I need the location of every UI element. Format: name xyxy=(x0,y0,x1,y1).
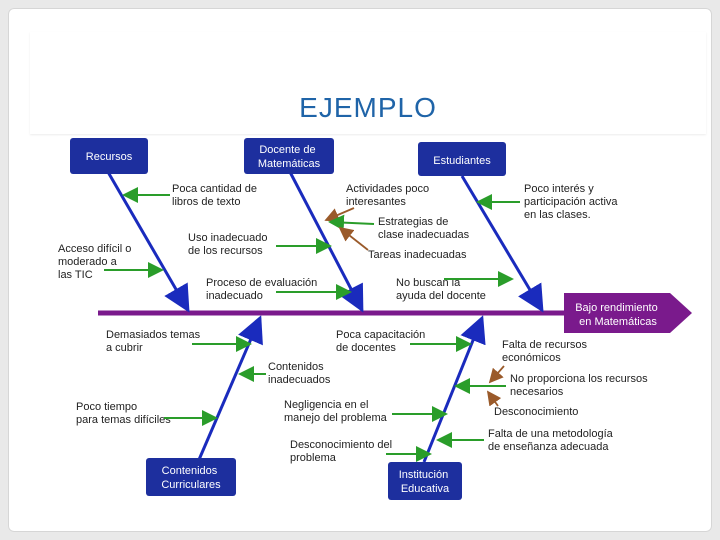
cause-no-proporciona: No proporciona los recursos necesarios xyxy=(510,373,651,398)
cat-institucion-1: Institución xyxy=(399,469,449,481)
cause-actividades-1: Actividades poco xyxy=(346,183,429,195)
cause-desconocimiento-problema-2: problema xyxy=(290,452,337,464)
fishbone-svg: Bajo rendimiento en Matemáticas Recursos… xyxy=(58,138,692,500)
cat-recursos-1: Recursos xyxy=(86,151,133,163)
cause-acceso-tic-2: moderado a xyxy=(58,256,118,268)
cause-acceso-tic: Acceso difícil o moderado a las TIC xyxy=(58,243,134,281)
arrow-falta-recursos xyxy=(488,365,505,384)
cause-metodologia-2: de enseñanza adecuada xyxy=(488,441,609,453)
cause-desconocimiento-problema-1: Desconocimiento del xyxy=(290,439,392,451)
cause-evaluacion-1: Proceso de evaluación xyxy=(206,277,317,289)
cat-estudiantes-1: Estudiantes xyxy=(433,155,491,167)
box-estudiantes xyxy=(418,142,506,176)
cause-no-proporciona-2: necesarios xyxy=(510,386,564,398)
cause-estrategias-2: clase inadecuadas xyxy=(378,229,470,241)
cause-negligencia-2: manejo del problema xyxy=(284,412,388,424)
effect-line-1: Bajo rendimiento xyxy=(575,302,658,314)
box-institucion-label: Institución Educativa xyxy=(399,469,452,495)
cause-interes: Poco interés y participación activa en l… xyxy=(524,183,621,221)
cause-falta-recursos-1: Falta de recursos xyxy=(502,339,587,351)
slide: EJEMPLO Bajo rendimiento en Matemá xyxy=(8,8,712,532)
fishbone-diagram: Bajo rendimiento en Matemáticas Recursos… xyxy=(58,136,692,500)
arrow-desconocimiento xyxy=(486,390,502,407)
cause-tareas-1: Tareas inadecuadas xyxy=(368,249,467,261)
cause-actividades: Actividades poco interesantes xyxy=(346,183,432,208)
arrow-estrategias xyxy=(328,214,375,231)
cause-contenidos-inadecuados-1: Contenidos xyxy=(268,361,324,373)
cat-docente-2: Matemáticas xyxy=(258,158,321,170)
cause-negligencia-1: Negligencia en el xyxy=(284,399,368,411)
cause-interes-1: Poco interés y xyxy=(524,183,594,195)
box-recursos xyxy=(70,138,148,174)
cat-docente-1: Docente de xyxy=(259,144,315,156)
effect-label: Bajo rendimiento en Matemáticas xyxy=(575,302,661,328)
cause-poco-tiempo-2: para temas difíciles xyxy=(76,414,171,426)
cat-contenidos-2: Curriculares xyxy=(161,479,221,491)
cat-institucion-2: Educativa xyxy=(401,483,450,495)
arrow-tareas xyxy=(338,226,369,251)
cause-demasiados-temas-2: a cubrir xyxy=(106,342,143,354)
cause-desconocimiento: Desconocimiento xyxy=(494,406,578,418)
cause-interes-3: en las clases. xyxy=(524,209,591,221)
cause-contenidos-inadecuados: Contenidos inadecuados xyxy=(268,361,331,386)
box-estudiantes-label: Estudiantes xyxy=(433,155,491,167)
cause-uso-recursos-1: Uso inadecuado xyxy=(188,232,268,244)
cause-poco-tiempo: Poco tiempo para temas difíciles xyxy=(76,401,171,426)
effect-line-2: en Matemáticas xyxy=(579,316,657,328)
cause-desconocimiento-problema: Desconocimiento del problema xyxy=(290,439,395,464)
cause-evaluacion: Proceso de evaluación inadecuado xyxy=(206,277,320,302)
box-contenidos-label: Contenidos Curriculares xyxy=(161,465,221,491)
cause-falta-recursos-2: económicos xyxy=(502,352,561,364)
cause-contenidos-inadecuados-2: inadecuados xyxy=(268,374,331,386)
cause-poco-tiempo-1: Poco tiempo xyxy=(76,401,137,413)
bone-estudiantes xyxy=(460,175,544,313)
cause-ayuda-docente: No buscan la ayuda del docente xyxy=(396,277,486,302)
cause-acceso-tic-3: las TIC xyxy=(58,269,93,281)
box-docente-label: Docente de Matemáticas xyxy=(258,144,321,170)
box-contenidos xyxy=(146,458,236,496)
cause-metodologia-1: Falta de una metodología xyxy=(488,428,614,440)
arrow-actividades xyxy=(324,207,355,222)
cause-libros-2: libros de texto xyxy=(172,196,240,208)
cause-libros-1: Poca cantidad de xyxy=(172,183,257,195)
cause-demasiados-temas: Demasiados temas a cubrir xyxy=(106,329,203,354)
cause-falta-recursos: Falta de recursos económicos xyxy=(502,339,590,364)
bone-recursos xyxy=(106,171,190,313)
bone-contenidos xyxy=(196,315,263,463)
cause-demasiados-temas-1: Demasiados temas xyxy=(106,329,201,341)
slide-title: EJEMPLO xyxy=(299,92,437,123)
cause-capacitacion: Poca capacitación de docentes xyxy=(336,329,428,354)
cause-uso-recursos-2: de los recursos xyxy=(188,245,263,257)
cause-uso-recursos: Uso inadecuado de los recursos xyxy=(188,232,271,257)
cause-ayuda-docente-2: ayuda del docente xyxy=(396,290,486,302)
bone-institucion xyxy=(422,315,486,463)
cause-evaluacion-2: inadecuado xyxy=(206,290,263,302)
box-recursos-label: Recursos xyxy=(86,151,133,163)
cause-desconocimiento-1: Desconocimiento xyxy=(494,406,578,418)
cause-acceso-tic-1: Acceso difícil o xyxy=(58,243,131,255)
cause-capacitacion-2: de docentes xyxy=(336,342,396,354)
cause-capacitacion-1: Poca capacitación xyxy=(336,329,425,341)
title-band: EJEMPLO xyxy=(30,32,706,134)
cause-metodologia: Falta de una metodología de enseñanza ad… xyxy=(488,428,616,453)
cause-interes-2: participación activa xyxy=(524,196,618,208)
effect-head xyxy=(564,293,692,333)
cause-estrategias: Estrategias de clase inadecuadas xyxy=(378,216,470,241)
cause-libros: Poca cantidad de libros de texto xyxy=(172,183,260,208)
cause-estrategias-1: Estrategias de xyxy=(378,216,448,228)
cause-negligencia: Negligencia en el manejo del problema xyxy=(284,399,388,424)
cat-contenidos-1: Contenidos xyxy=(162,465,218,477)
cause-actividades-2: interesantes xyxy=(346,196,406,208)
box-institucion xyxy=(388,462,462,500)
cause-tareas: Tareas inadecuadas xyxy=(368,249,467,261)
cause-no-proporciona-1: No proporciona los recursos xyxy=(510,373,648,385)
box-docente xyxy=(244,138,334,174)
